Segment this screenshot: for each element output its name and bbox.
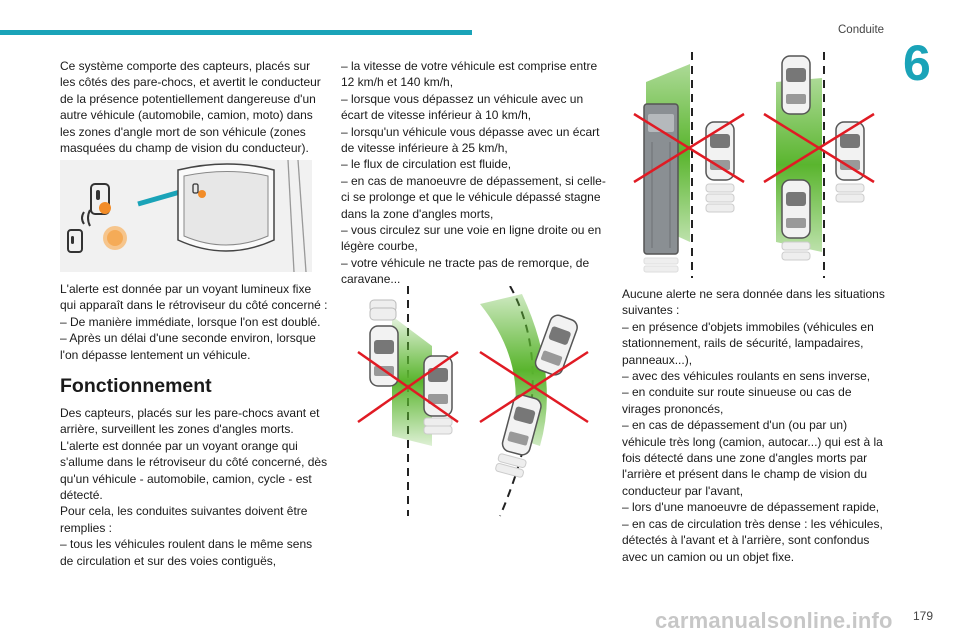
road-scene-straight — [350, 286, 470, 516]
alert-line: – De manière immédiate, lorsque l'on est… — [60, 314, 321, 329]
exception-line: – en présence d'objets immobiles (véhicu… — [622, 319, 874, 367]
condition-line: – lorsque vous dépassez un véhicule avec… — [341, 91, 584, 123]
column-3: Aucune alerte ne sera donnée dans les si… — [622, 286, 890, 565]
exception-line: – en conduite sur route sinueuse ou cas … — [622, 385, 852, 416]
watermark: carmanualsonline.info — [655, 608, 893, 633]
exception-line: Aucune alerte ne sera donnée dans les si… — [622, 287, 885, 318]
exception-line: – en cas de circulation très dense : les… — [622, 516, 883, 564]
road-scene-truck — [630, 52, 750, 278]
function-line: – tous les véhicules roulent dans le mêm… — [60, 537, 313, 568]
function-line: Pour cela, les conduites suivantes doive… — [60, 504, 308, 535]
condition-line: – vous circulez sur une voie en ligne dr… — [341, 223, 602, 254]
road-scene-curve — [470, 286, 600, 518]
condition-line: – la vitesse de votre véhicule est compr… — [341, 59, 598, 90]
column-2: – la vitesse de votre véhicule est compr… — [341, 58, 606, 288]
condition-line: – en cas de manoeuvre de dépassement, si… — [341, 173, 606, 221]
exception-line: – lors d'une manoeuvre de dépassement ra… — [622, 500, 880, 515]
exception-line: – avec des véhicules roulants en sens in… — [622, 369, 871, 384]
road-scene-dense — [760, 52, 880, 278]
section-title: Fonctionnement — [60, 375, 212, 398]
chapter-number: 6 — [903, 35, 931, 91]
intro-paragraph: Ce système comporte des capteurs, placés… — [60, 59, 321, 156]
function-line: L'alerte est donnée par un voyant orange… — [60, 438, 328, 503]
condition-line: – lorsqu'un véhicule vous dépasse avec u… — [341, 124, 600, 156]
header-title: Conduite — [838, 24, 885, 36]
condition-line: – votre véhicule ne tracte pas de remorq… — [341, 255, 590, 287]
header-accent-bar — [0, 30, 472, 35]
function-line: Des capteurs, placés sur les pare-chocs … — [60, 406, 320, 437]
condition-line: – le flux de circulation est fluide, — [341, 157, 512, 172]
column-1: Ce système comporte des capteurs, placés… — [60, 58, 328, 156]
alert-line: L'alerte est donnée par un voyant lumine… — [60, 282, 328, 313]
mirror-illustration — [60, 160, 312, 272]
alert-text: L'alerte est donnée par un voyant lumine… — [60, 281, 328, 569]
alert-line: – Après un délai d'une seconde environ, … — [60, 331, 316, 362]
exception-line: – en cas de dépassement d'un (ou par un)… — [622, 418, 883, 498]
page-number: 179 — [913, 609, 934, 623]
